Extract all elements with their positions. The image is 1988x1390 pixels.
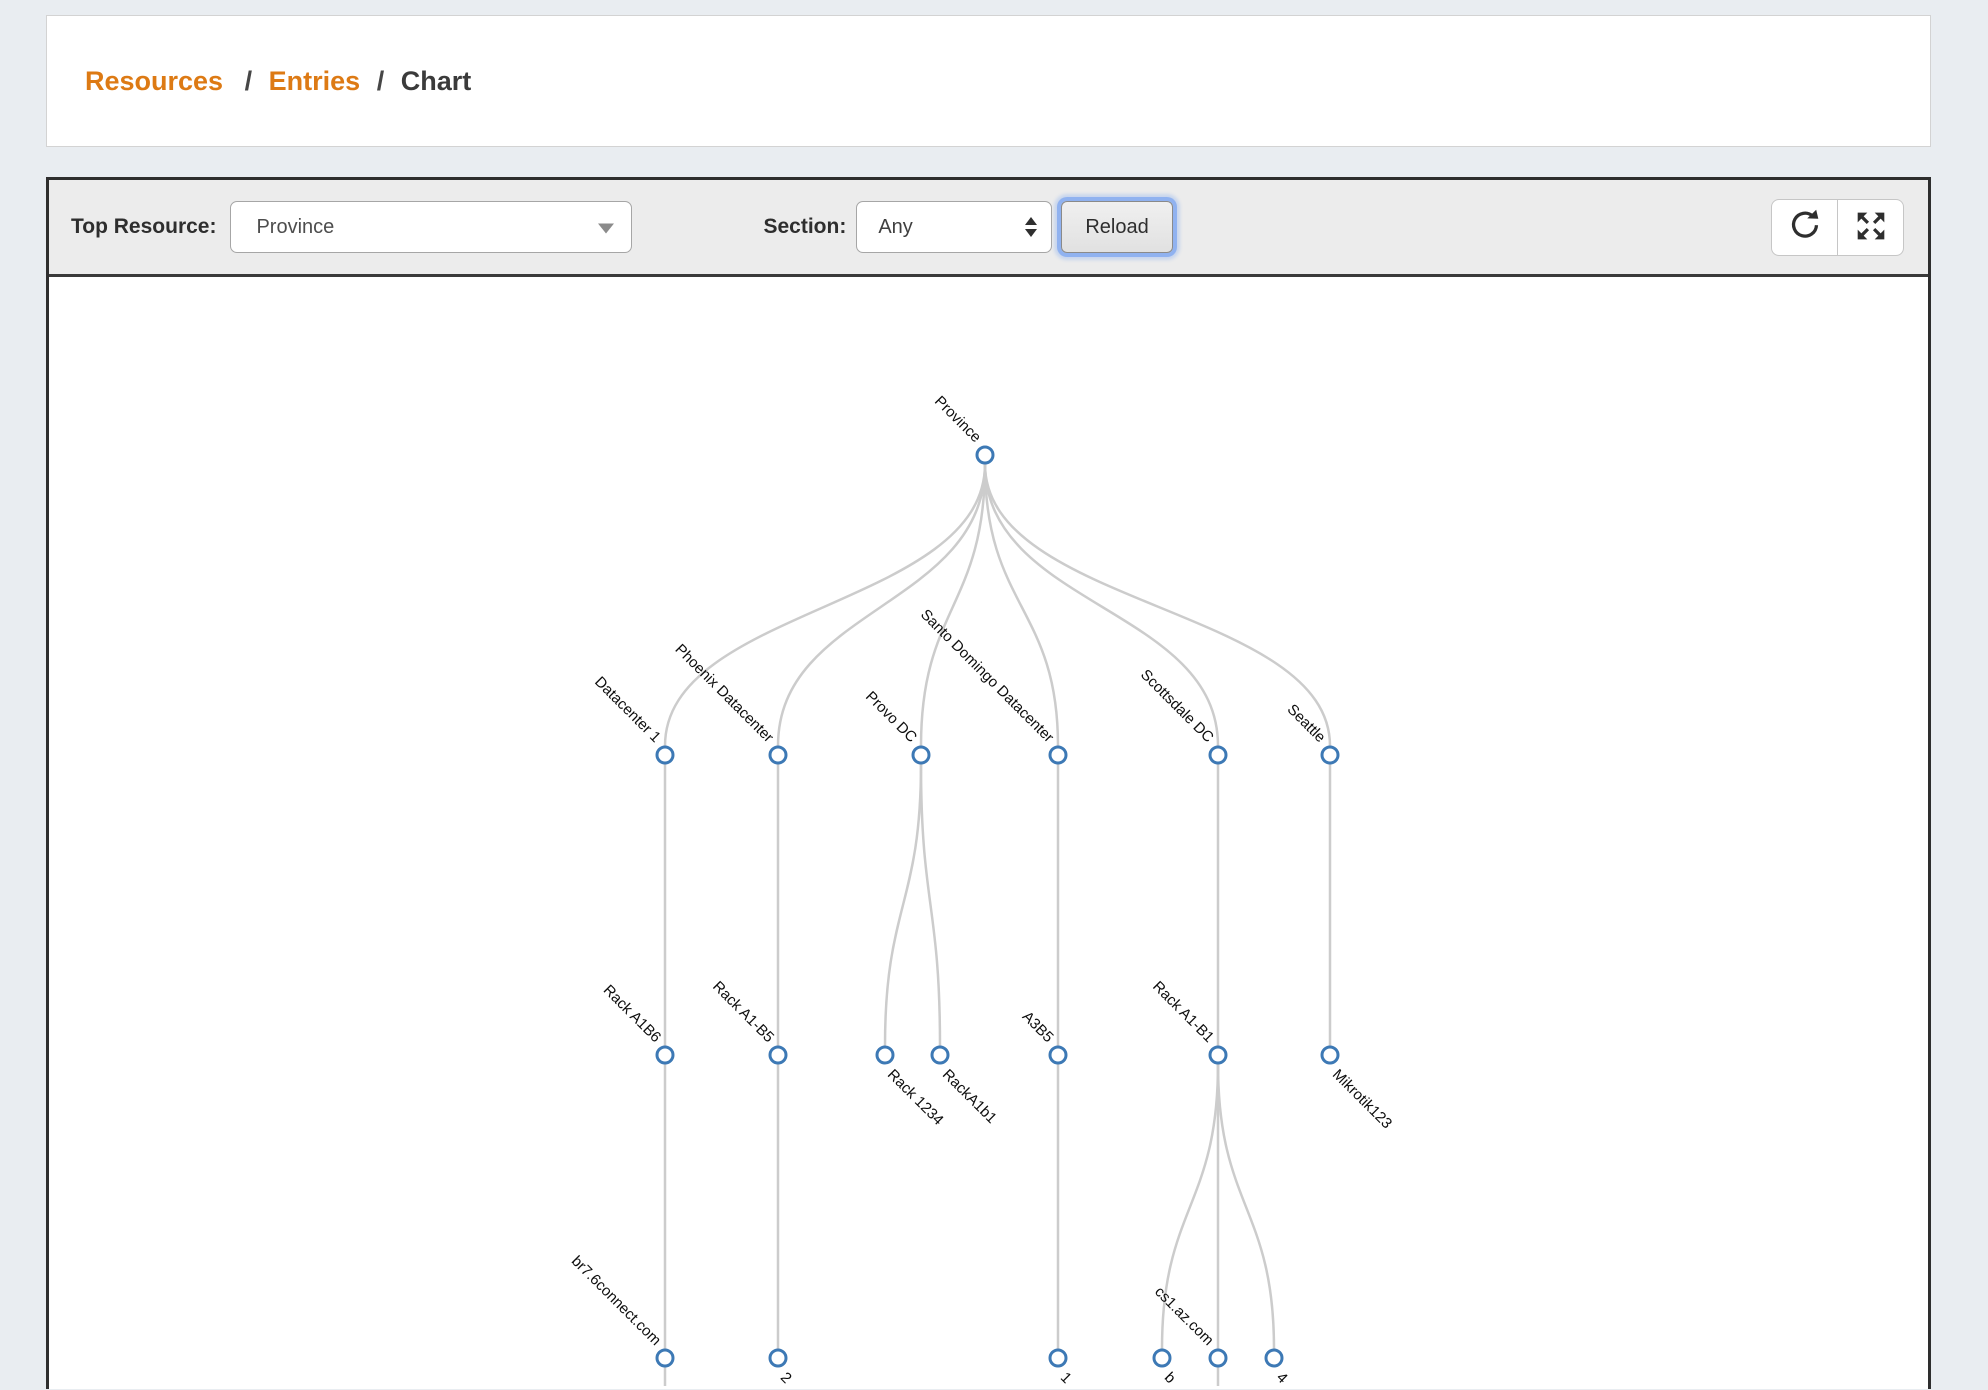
section-select[interactable]: Any [856,201,1053,253]
breadcrumb-separator: / [376,65,385,96]
chevron-down-icon [598,223,615,234]
chart-panel: Top Resource: Province Section: Any Relo… [46,177,1931,1389]
up-down-arrows-icon [1025,217,1038,237]
breadcrumb-link-entries[interactable]: Entries [268,65,361,96]
tree-node-circle[interactable] [655,745,675,765]
tree-node-circle[interactable] [655,1045,675,1065]
tree-node-circle[interactable] [1208,1045,1228,1065]
top-resource-selected-value: Province [256,215,335,238]
section-label: Section: [763,215,847,238]
page: Resources / Entries / Chart Top Resource… [46,15,1931,1389]
tree-node-circle[interactable] [768,745,788,765]
breadcrumb: Resources / Entries / Chart [85,66,471,97]
tree-node-circle[interactable] [1048,1045,1068,1065]
tree-links-canvas [663,463,1332,1386]
section-selected-value: Any [878,215,913,238]
breadcrumb-separator: / [244,65,253,96]
breadcrumb-link-resources[interactable]: Resources [85,65,224,96]
top-resource-label: Top Resource: [71,215,217,238]
refresh-button[interactable] [1771,198,1838,256]
tree-node-circle[interactable] [1208,1348,1228,1368]
tree-chart[interactable]: Province Datacenter 1 Phoenix Datacenter… [49,277,1928,1386]
chart-toolbar: Top Resource: Province Section: Any Relo… [49,180,1928,277]
tree-node-circle[interactable] [875,1045,895,1065]
tree-node-circle[interactable] [1320,1045,1340,1065]
fullscreen-button[interactable] [1837,198,1904,256]
tree-node-circle[interactable] [975,445,995,465]
tree-node-circle[interactable] [768,1045,788,1065]
tree-node-circle[interactable] [1208,745,1228,765]
breadcrumb-current-page: Chart [400,65,472,96]
chart-actions-group [1771,198,1904,256]
reload-button[interactable]: Reload [1061,201,1173,253]
tree-node-circle[interactable] [1048,1348,1068,1368]
tree-node-circle[interactable] [930,1045,950,1065]
tree-node-circle[interactable] [768,1348,788,1368]
tree-node-circle[interactable] [1320,745,1340,765]
fullscreen-expand-icon [1854,209,1888,246]
tree-node-circle[interactable] [911,745,931,765]
refresh-icon [1788,209,1822,246]
breadcrumb-card: Resources / Entries / Chart [46,15,1931,147]
top-resource-select[interactable]: Province [230,201,633,253]
tree-node-circle[interactable] [1048,745,1068,765]
tree-node-circle[interactable] [1152,1348,1172,1368]
tree-node-circle[interactable] [1264,1348,1284,1368]
tree-node-circle[interactable] [655,1348,675,1368]
